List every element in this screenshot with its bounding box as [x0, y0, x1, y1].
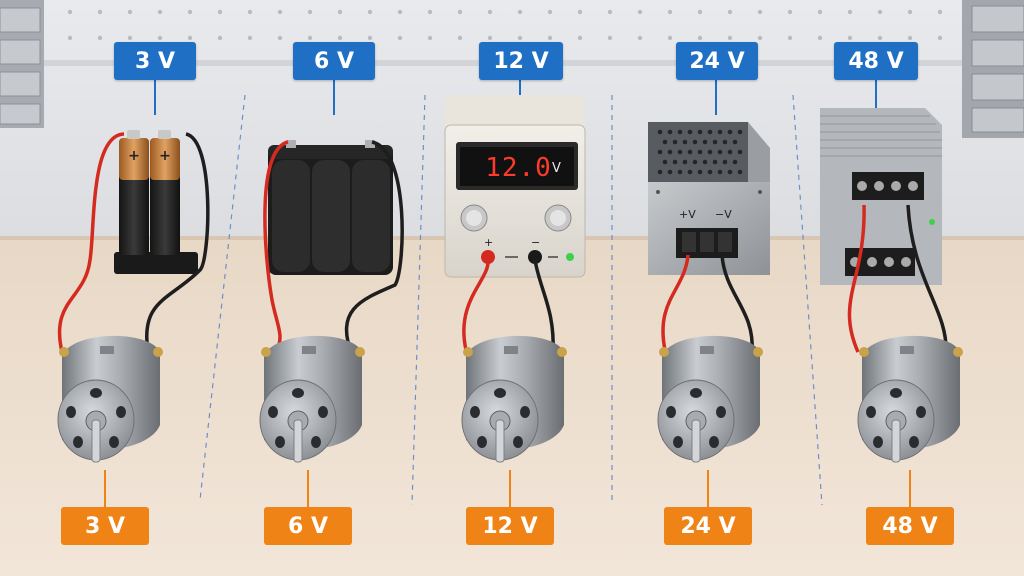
- voltage-label-bottom-12v: 12 V: [466, 507, 554, 545]
- voltage-label-top-3v: 3 V: [114, 42, 196, 80]
- wire-positive-2: [263, 140, 289, 356]
- voltage-label-top-48v: 48 V: [834, 42, 918, 80]
- wire-negative-4: [720, 254, 754, 353]
- switching-power-supply: [648, 122, 770, 275]
- wire-positive-4: [661, 254, 690, 351]
- bottom-connectors: [104, 470, 911, 507]
- wire-negative-2: [344, 140, 404, 356]
- psu24-negative-mark: −V: [715, 208, 732, 221]
- wire-negative-1: [145, 132, 210, 353]
- wire-negative-5: [906, 204, 948, 353]
- voltage-label-bottom-24v: 24 V: [664, 507, 752, 545]
- dc-motor-1: [57, 335, 163, 463]
- svg-text:+: +: [159, 148, 171, 164]
- wire-positive-3: [462, 259, 490, 351]
- voltage-label-top-6v: 6 V: [293, 42, 375, 80]
- psu24-positive-mark: +V: [679, 208, 696, 221]
- voltage-label-bottom-3v: 3 V: [61, 507, 149, 545]
- drawer-cabinet-right: [962, 0, 1024, 138]
- pegboard-holes: [37, 9, 943, 41]
- battery-holder-2xaa: + +: [114, 130, 198, 274]
- svg-text:+: +: [128, 148, 140, 164]
- bench-supply-display: 12.0: [485, 152, 552, 183]
- battery-pack: [268, 140, 393, 275]
- wire-negative-3: [533, 259, 555, 353]
- voltage-label-bottom-48v: 48 V: [866, 507, 954, 545]
- bench-supply-positive-mark: +: [484, 236, 494, 249]
- voltage-label-bottom-6v: 6 V: [264, 507, 352, 545]
- wire-positive-1: [57, 132, 125, 353]
- bench-power-supply: [444, 95, 586, 278]
- drawer-cabinet-left: [0, 0, 44, 128]
- voltage-label-top-24v: 24 V: [676, 42, 758, 80]
- wire-positive-5: [847, 204, 866, 353]
- bench-supply-negative-mark: −: [531, 236, 541, 249]
- column-dividers: [199, 94, 823, 506]
- din-rail-power-supply: [820, 108, 942, 285]
- bench-supply-display-unit: V: [552, 161, 561, 176]
- voltage-label-top-12v: 12 V: [479, 42, 563, 80]
